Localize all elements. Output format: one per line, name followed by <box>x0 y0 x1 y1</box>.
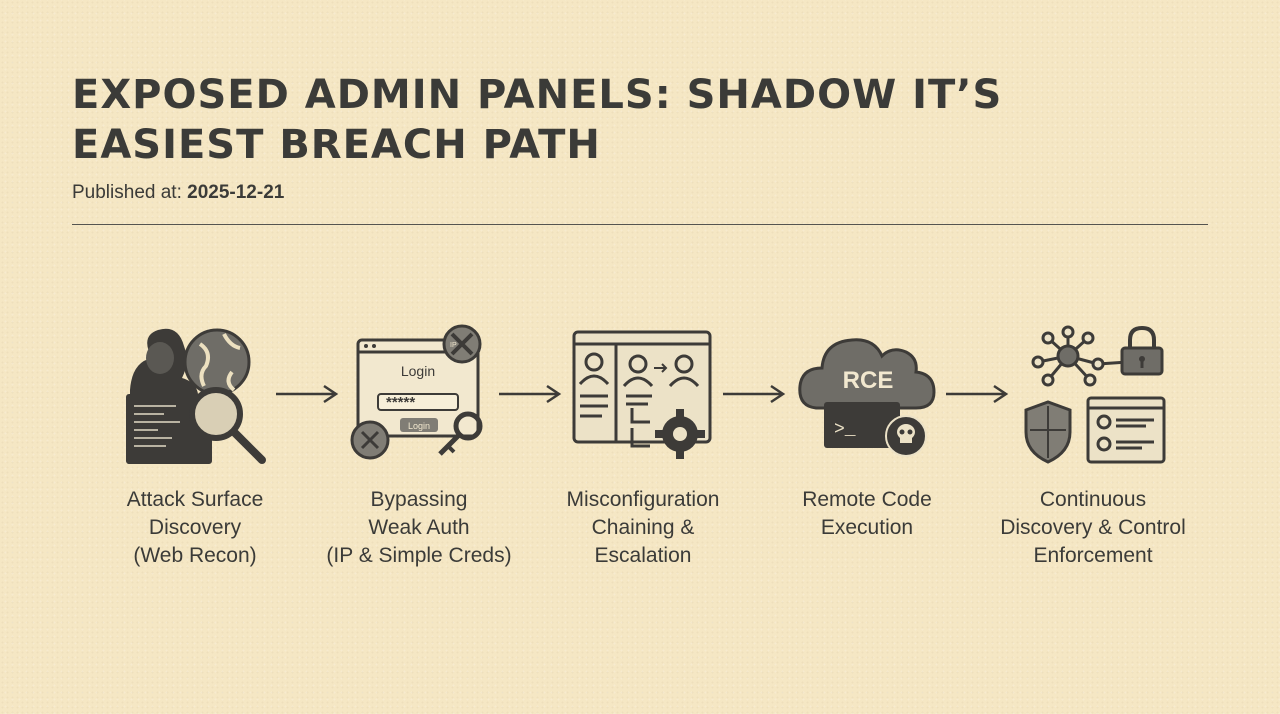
step-5-line-1: Continuous <box>1039 488 1147 511</box>
flow-arrow-1 <box>274 382 340 406</box>
page-title: EXPOSED ADMIN PANELS: SHADOW IT’S EASIES… <box>72 70 1072 170</box>
step-label-attack-surface-discovery: Attack Surface Discovery (Web Recon) <box>80 486 310 570</box>
password-mask-text: ***** <box>386 394 415 411</box>
login-button-text: Login <box>408 421 430 431</box>
terminal-prompt-text: >_ <box>834 420 856 440</box>
flow-arrow-2 <box>497 382 563 406</box>
rce-text: RCE <box>843 367 894 394</box>
published-info: Published at: 2025-12-21 <box>72 182 284 204</box>
step-5-line-3: Enforcement <box>1033 544 1153 567</box>
rce-cloud-icon: RCE >_ <box>794 322 944 467</box>
step-3-line-2: Chaining & <box>591 516 695 539</box>
step-2-line-1: Bypassing <box>370 488 468 511</box>
step-2-line-2: Weak Auth <box>368 516 470 539</box>
step-1-line-3: (Web Recon) <box>133 544 257 567</box>
divider <box>72 224 1208 225</box>
login-title-text: Login <box>401 363 435 379</box>
step-label-misconfiguration-chaining: Misconfiguration Chaining & Escalation <box>528 486 758 570</box>
published-label: Published at: <box>72 182 182 203</box>
ip-badge-text: IP <box>450 342 457 349</box>
title-line-1: EXPOSED ADMIN PANELS: SHADOW IT’S <box>72 72 1003 118</box>
continuous-control-icon <box>1018 322 1168 467</box>
step-4-line-2: Execution <box>820 516 914 539</box>
step-3-line-1: Misconfiguration <box>566 488 720 511</box>
step-1-line-2: Discovery <box>148 516 242 539</box>
step-2-line-3: (IP & Simple Creds) <box>326 544 512 567</box>
step-3-line-3: Escalation <box>594 544 692 567</box>
step-label-bypassing-weak-auth: Bypassing Weak Auth (IP & Simple Creds) <box>304 486 534 570</box>
step-1-line-1: Attack Surface <box>126 488 264 511</box>
flow-arrow-4 <box>944 382 1010 406</box>
step-5-line-2: Discovery & Control <box>1000 516 1186 539</box>
step-4-line-1: Remote Code <box>802 488 932 511</box>
flow-arrow-3 <box>721 382 787 406</box>
hacker-recon-icon <box>120 322 270 467</box>
misconfig-escalation-icon <box>568 322 718 467</box>
login-bypass-icon: Login ***** Login IP <box>344 322 494 467</box>
title-line-2: EASIEST BREACH PATH <box>72 122 601 168</box>
step-label-remote-code-execution: Remote Code Execution <box>752 486 982 542</box>
published-date: 2025-12-21 <box>187 182 285 203</box>
step-label-continuous-discovery: Continuous Discovery & Control Enforceme… <box>978 486 1208 570</box>
